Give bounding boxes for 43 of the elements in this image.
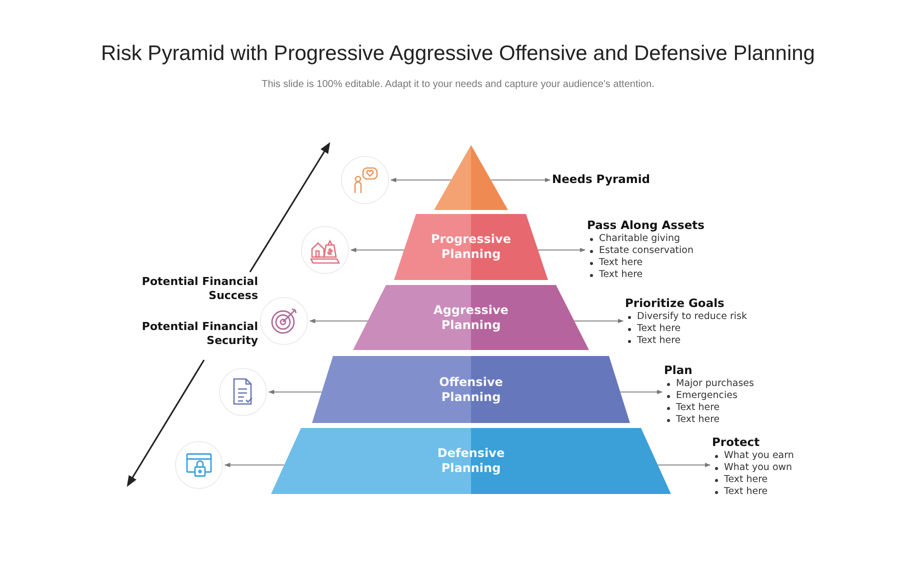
bullet-item: Emergencies — [676, 390, 738, 402]
side-label: Potential Financial Success — [140, 275, 258, 303]
arrow — [224, 462, 285, 468]
arrow — [657, 462, 711, 468]
bullet-item: Text here — [676, 402, 720, 414]
bullet-item: Text here — [599, 257, 643, 269]
arrow — [490, 178, 551, 182]
heading: Prioritize Goals — [625, 296, 726, 311]
icon-circle — [301, 226, 349, 274]
heading: Protect — [712, 435, 761, 450]
icon-circle — [260, 297, 308, 345]
icon-circle — [219, 368, 267, 416]
bullet-item: What you earn — [724, 450, 794, 462]
arrow — [309, 318, 368, 324]
heading: Pass Along Assets — [587, 218, 704, 233]
heading: Plan — [664, 363, 694, 378]
arrow — [620, 390, 663, 394]
bullet-item: Text here — [599, 269, 643, 281]
icon-circle — [175, 441, 223, 489]
bullet-item: Charitable giving — [599, 233, 680, 245]
arrow — [390, 178, 452, 182]
bullet-item: Text here — [724, 474, 768, 486]
bullet-item: Text here — [637, 335, 681, 347]
bullet-item: What you own — [724, 462, 792, 474]
icon-circle — [341, 156, 389, 204]
bullet-item: Text here — [637, 323, 681, 335]
bullet-item: Major purchases — [676, 378, 754, 390]
bullet-item: Text here — [676, 414, 720, 426]
arrow — [350, 248, 404, 252]
tier-label: Defensive Planning — [436, 446, 506, 476]
heading: Needs Pyramid — [552, 172, 650, 187]
arrow — [574, 318, 624, 324]
arrow — [268, 390, 322, 394]
tier-label: Offensive Planning — [438, 374, 504, 404]
title: Risk Pyramid with Progressive Aggressive Offensive and Defensive Planning — [101, 42, 815, 66]
bullet-item: Text here — [724, 486, 768, 498]
tier-label: Progressive Planning — [431, 232, 511, 262]
bullet-item: Estate conservation — [599, 245, 694, 257]
subtitle: This slide is 100% editable. Adapt it to your needs and capture your audience's attention. — [262, 79, 654, 90]
arrow — [538, 248, 586, 252]
side-label: Potential Financial Security — [140, 320, 258, 348]
bullet-item: Diversify to reduce risk — [637, 311, 747, 323]
tier-label: Aggressive Planning — [432, 302, 510, 332]
